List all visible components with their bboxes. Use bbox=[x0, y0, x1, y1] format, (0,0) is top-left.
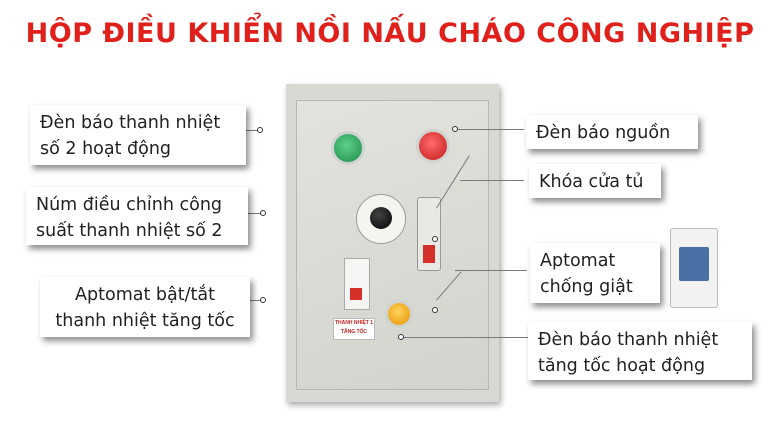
red-indicator-lamp bbox=[416, 129, 450, 163]
connector-boost-breaker bbox=[250, 300, 262, 301]
label-boost-breaker: Aptomat bật/tắt thanh nhiệt tăng tốc bbox=[40, 277, 250, 337]
page-title: HỘP ĐIỀU KHIỂN NỒI NẤU CHÁO CÔNG NGHIỆP bbox=[25, 18, 755, 49]
label-line: suất thanh nhiệt số 2 bbox=[36, 221, 223, 241]
connector-dot bbox=[260, 210, 266, 216]
label-line: Núm điều chỉnh công bbox=[36, 195, 223, 215]
rcd-switch bbox=[679, 247, 709, 281]
label-line: Đèn báo thanh nhiệt bbox=[538, 330, 719, 350]
boost-breaker bbox=[344, 258, 370, 310]
connector-dot bbox=[432, 236, 438, 242]
connector-dot bbox=[257, 127, 263, 133]
green-indicator-lamp bbox=[331, 131, 365, 165]
boost-breaker-toggle bbox=[350, 288, 362, 300]
connector-power-lamp bbox=[455, 129, 524, 130]
label-line: Đèn báo thanh nhiệt bbox=[40, 113, 221, 133]
label-line: tăng tốc hoạt động bbox=[538, 356, 706, 376]
label-line: Aptomat bbox=[540, 251, 616, 271]
power-knob bbox=[370, 207, 392, 229]
connector-dot bbox=[432, 307, 438, 313]
label-line: số 2 hoạt động bbox=[40, 139, 172, 159]
label-boost-lamp: Đèn báo thanh nhiệt tăng tốc hoạt động bbox=[528, 322, 752, 380]
amber-indicator-lamp bbox=[385, 300, 413, 328]
label-power-lamp: Đèn báo nguồn bbox=[526, 115, 698, 149]
label-door-lock: Khóa cửa tủ bbox=[529, 164, 661, 198]
connector-dot bbox=[260, 297, 266, 303]
connector-rcd bbox=[455, 270, 527, 271]
label-line: chống giật bbox=[540, 277, 633, 297]
label-heater2-lamp: Đèn báo thanh nhiệt số 2 hoạt động bbox=[30, 105, 246, 165]
connector-boost-lamp bbox=[402, 337, 528, 338]
rcd-breaker-image bbox=[670, 228, 718, 308]
label-line: Khóa cửa tủ bbox=[539, 172, 644, 192]
connector-lock-h1 bbox=[460, 180, 524, 181]
connector-dot bbox=[452, 126, 458, 132]
label-line: Đèn báo nguồn bbox=[536, 123, 671, 143]
connector-heater2-lamp bbox=[246, 130, 260, 131]
cabinet-door bbox=[296, 100, 489, 390]
label-rcd: Aptomat chống giật bbox=[530, 243, 660, 303]
connector-knob bbox=[248, 213, 263, 214]
door-lock-indicator bbox=[423, 245, 435, 263]
nameplate-line-1: THANH NHIỆT 1 bbox=[334, 320, 374, 326]
connector-dot bbox=[398, 334, 404, 340]
nameplate-line-2: TĂNG TỐC bbox=[340, 329, 368, 335]
boost-nameplate: THANH NHIỆT 1 TĂNG TỐC bbox=[333, 318, 375, 340]
label-line: Aptomat bật/tắt bbox=[75, 285, 215, 305]
label-line: thanh nhiệt tăng tốc bbox=[55, 311, 235, 331]
label-heater2-knob: Núm điều chỉnh công suất thanh nhiệt số … bbox=[26, 187, 248, 245]
